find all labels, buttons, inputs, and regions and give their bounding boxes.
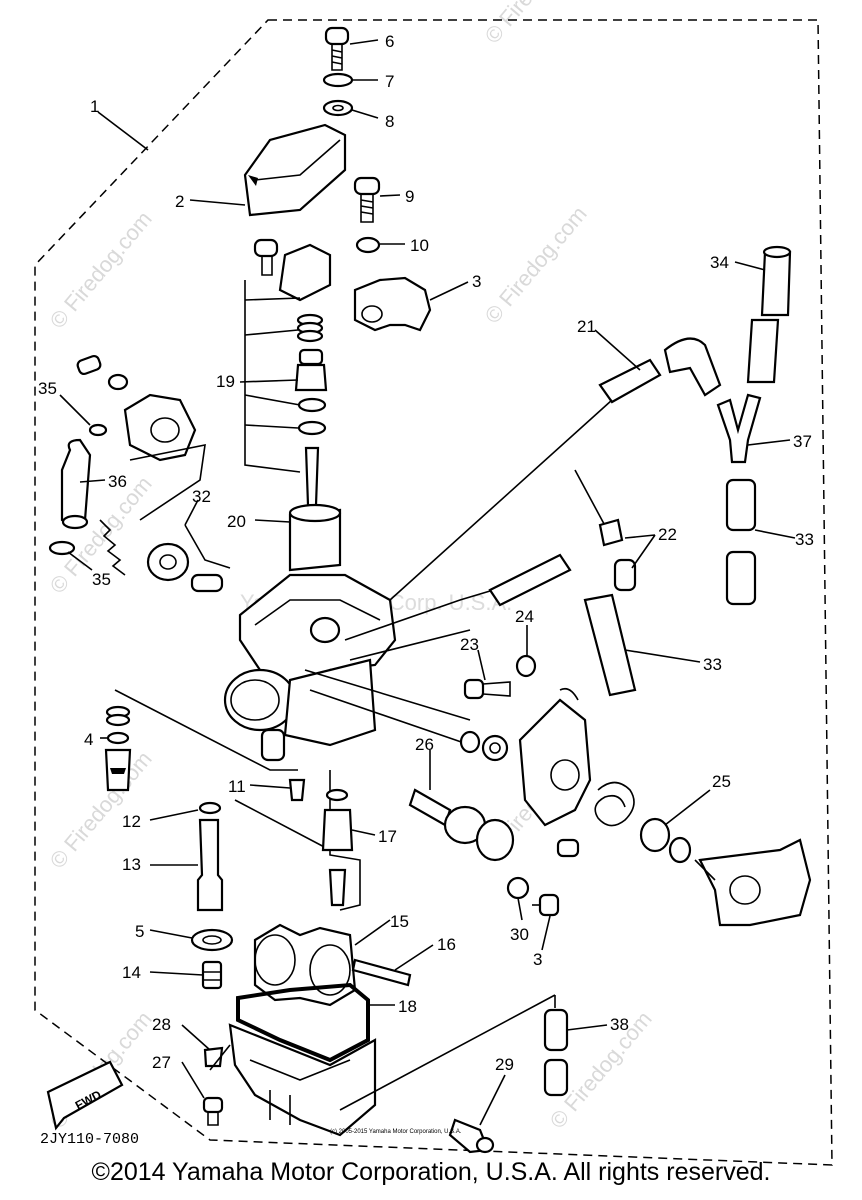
callout-23: 23: [460, 635, 479, 654]
footer-copyright: ©2014 Yamaha Motor Corporation, U.S.A. A…: [91, 1158, 771, 1186]
lower-left-parts: [104, 689, 331, 990]
callout-17: 17: [378, 827, 397, 846]
callout-16: 16: [437, 935, 456, 954]
callout-33-right: 33: [795, 530, 814, 549]
float-bowl: [202, 923, 569, 1154]
left-parts: [48, 354, 231, 593]
callout-35-bottom: 35: [92, 570, 111, 589]
watermark: © Firedog.com: [45, 206, 157, 333]
callout-19: 19: [216, 372, 235, 391]
callout-3-lower: 3: [533, 950, 542, 969]
callout-2: 2: [175, 192, 184, 211]
callout-labels: 1 2 3 3 4 5 6 7 8 9 10 11 12 13 14 15 16…: [38, 32, 814, 1074]
callout-13: 13: [122, 855, 141, 874]
callout-12: 12: [122, 812, 141, 831]
small-copyright: (c) 2005-2015 Yamaha Motor Corporation, …: [330, 1129, 462, 1135]
callout-27: 27: [152, 1053, 171, 1072]
callout-3: 3: [472, 272, 481, 291]
callout-11: 11: [228, 777, 246, 796]
callout-21: 21: [577, 317, 596, 336]
center-jets: [321, 770, 361, 911]
assembly-boundary: [34, 19, 833, 1166]
watermark: © Firedog.com: [480, 201, 592, 328]
leader-lines: [59, 39, 796, 1126]
callout-35-top: 35: [38, 379, 57, 398]
top-cap-group: [243, 26, 432, 332]
callout-22: 22: [658, 525, 677, 544]
callout-1: 1: [90, 97, 99, 116]
callout-5: 5: [135, 922, 144, 941]
callout-33-middle: 33: [703, 655, 722, 674]
watermark: © Firedog.com: [480, 0, 592, 48]
callout-36: 36: [108, 472, 127, 491]
callout-6: 6: [385, 32, 394, 51]
callout-4: 4: [84, 730, 93, 749]
callout-24: 24: [515, 607, 534, 626]
carb-body: [223, 569, 561, 762]
callout-10: 10: [410, 236, 429, 255]
callout-38: 38: [610, 1015, 629, 1034]
callout-32: 32: [192, 487, 211, 506]
callout-29: 29: [495, 1055, 514, 1074]
right-parts: [389, 245, 812, 927]
callout-28: 28: [152, 1015, 171, 1034]
callout-30: 30: [510, 925, 529, 944]
callout-9: 9: [405, 187, 414, 206]
callout-7: 7: [385, 72, 394, 91]
part-code: 2JY110-7080: [40, 1131, 139, 1148]
callout-37: 37: [793, 432, 812, 451]
needle-assembly: [244, 280, 342, 572]
callout-14: 14: [122, 963, 141, 982]
callout-25: 25: [712, 772, 731, 791]
callout-15: 15: [390, 912, 409, 931]
callout-18: 18: [398, 997, 417, 1016]
callout-26: 26: [415, 735, 434, 754]
callout-8: 8: [385, 112, 394, 131]
callout-20: 20: [227, 512, 246, 531]
callout-34: 34: [710, 253, 729, 272]
